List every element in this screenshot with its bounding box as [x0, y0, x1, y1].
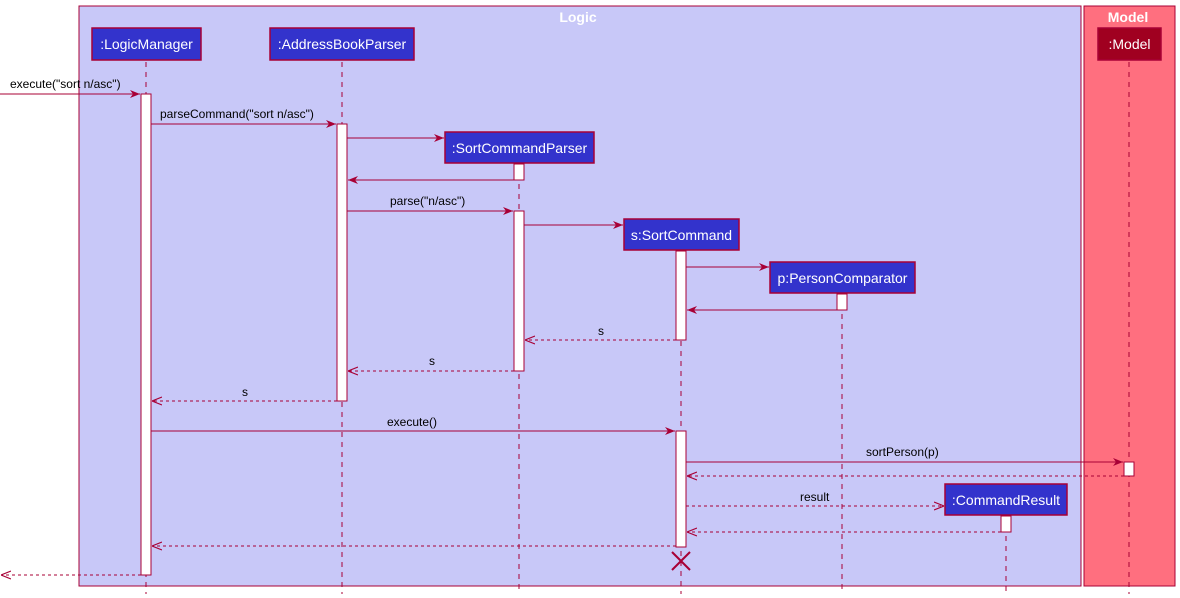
message-s-return-1-label: s: [598, 324, 604, 338]
message-labels: execute("sort n/asc") parseCommand("sort…: [10, 77, 939, 504]
activation-addressbookparser: [336, 123, 348, 402]
participant-addressbookparser[interactable]: :AddressBookParser: [269, 27, 415, 61]
activations: [140, 93, 1135, 576]
participant-sortcommandparser[interactable]: :SortCommandParser: [444, 131, 595, 164]
message-execute-label: execute(): [387, 415, 437, 429]
activation-sortcommandparser-parse: [513, 210, 525, 372]
logic-group: Logic: [78, 5, 1082, 587]
model-group-label: Model: [1108, 9, 1148, 25]
participant-model-label: :Model: [1108, 36, 1150, 52]
participant-logicmanager[interactable]: :LogicManager: [91, 27, 202, 61]
activation-personcomparator: [836, 293, 848, 311]
participant-commandresult[interactable]: :CommandResult: [944, 483, 1068, 516]
participant-personcomparator-label: p:PersonComparator: [778, 270, 908, 286]
participant-model-box: [1097, 27, 1162, 61]
activation-sortcommandparser-create: [513, 163, 525, 181]
message-s-return-2-label: s: [429, 354, 435, 368]
participant-personcomparator-box: [769, 261, 916, 294]
participant-commandresult-label: :CommandResult: [952, 492, 1060, 508]
participant-personcomparator[interactable]: p:PersonComparator: [769, 261, 916, 294]
message-s-return-3-label: s: [242, 385, 248, 399]
activation-commandresult: [1000, 515, 1012, 533]
participant-model[interactable]: :Model: [1097, 27, 1162, 61]
participant-logicmanager-label: :LogicManager: [100, 36, 193, 52]
participant-sortcommandparser-box: [444, 131, 595, 164]
logic-group-box: [78, 5, 1082, 587]
participant-logicmanager-box: [91, 27, 202, 61]
logic-group-label: Logic: [559, 9, 597, 25]
message-sortperson-label: sortPerson(p): [866, 445, 939, 459]
participant-sortcommand-box: [623, 218, 740, 251]
activation-sortcommand-init: [675, 250, 687, 341]
participant-sortcommandparser-label: :SortCommandParser: [452, 140, 588, 156]
destroy-sortcommand-icon: [671, 551, 691, 571]
participant-commandresult-box: [944, 483, 1068, 516]
message-result-label: result: [800, 490, 830, 504]
participant-addressbookparser-box: [269, 27, 415, 61]
messages: [0, 90, 1124, 575]
participant-addressbookparser-label: :AddressBookParser: [278, 36, 407, 52]
participant-sortcommand[interactable]: s:SortCommand: [623, 218, 740, 251]
activation-model: [1123, 461, 1135, 477]
activation-logicmanager: [140, 93, 152, 576]
message-execute-sort-label: execute("sort n/asc"): [10, 77, 121, 91]
message-parse-label: parse("n/asc"): [390, 194, 465, 208]
participant-sortcommand-label: s:SortCommand: [631, 227, 732, 243]
message-parsecommand-label: parseCommand("sort n/asc"): [160, 107, 314, 121]
activation-sortcommand-execute: [675, 430, 687, 548]
participants: :LogicManager :AddressBookParser :SortCo…: [91, 27, 1162, 516]
